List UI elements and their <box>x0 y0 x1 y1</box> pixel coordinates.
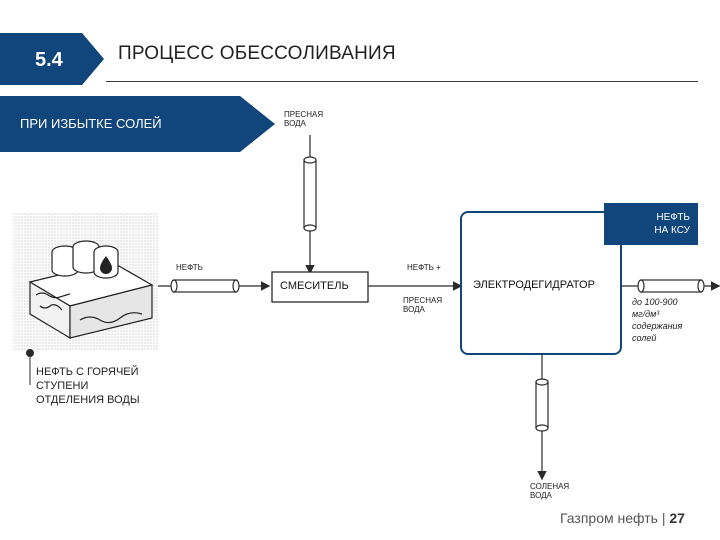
fresh-water-top-label: ПРЕСНАЯ ВОДА <box>284 110 324 128</box>
oil-to-ksu-badge: НЕФТЬ НА КСУ <box>604 203 698 245</box>
salt-content-note: до 100-900 мг/дм³ содержания солей <box>632 297 683 343</box>
oil-input-pipe <box>170 279 240 293</box>
page-title: ПРОЦЕСС ОБЕССОЛИВАНИЯ <box>118 43 396 64</box>
salt-water-pipe <box>535 378 549 432</box>
title-divider <box>106 81 698 82</box>
footer-brand: Газпром нефть <box>560 510 658 526</box>
caption-pointer-dot <box>26 349 34 357</box>
page-number: 27 <box>669 510 685 526</box>
footer: Газпром нефть | 27 <box>560 510 685 526</box>
source-caption: НЕФТЬ С ГОРЯЧЕЙ СТУПЕНИ ОТДЕЛЕНИЯ ВОДЫ <box>36 366 140 406</box>
oil-output-pipe <box>637 279 705 293</box>
subtitle-banner: ПРИ ИЗБЫТКЕ СОЛЕЙ <box>0 96 275 152</box>
oil-input-label: НЕФТЬ <box>176 263 203 272</box>
oil-plus-label: НЕФТЬ + <box>407 263 441 272</box>
mixer-label: СМЕСИТЕЛЬ <box>280 280 349 292</box>
salt-water-label: СОЛЕНАЯ ВОДА <box>530 482 570 500</box>
fresh-water-pipe <box>303 156 317 232</box>
dehydrator-box <box>460 211 622 355</box>
subtitle-text: ПРИ ИЗБЫТКЕ СОЛЕЙ <box>20 116 162 131</box>
dehydrator-label: ЭЛЕКТРОДЕГИДРАТОР <box>473 279 595 291</box>
section-badge-shape <box>0 33 104 85</box>
subtitle-banner-shape <box>0 96 275 152</box>
oil-to-ksu-label: НЕФТЬ НА КСУ <box>654 212 690 236</box>
section-number: 5.4 <box>35 49 63 71</box>
section-number-badge: 5.4 <box>0 33 104 85</box>
fresh-water-bottom-label: ПРЕСНАЯ ВОДА <box>403 296 443 314</box>
oil-storage-illustration <box>28 240 154 340</box>
mixer-box <box>271 271 369 303</box>
